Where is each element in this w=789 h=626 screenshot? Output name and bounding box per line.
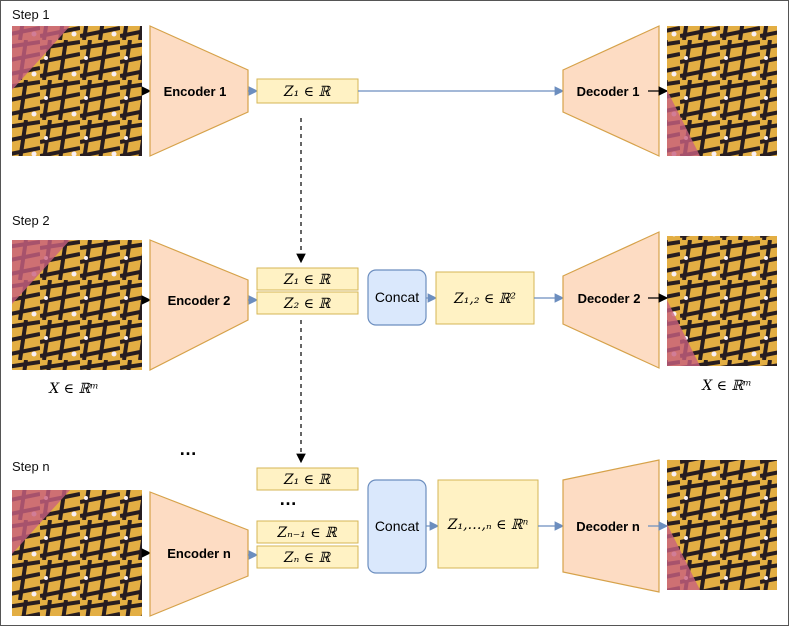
latents-ellipsis: … [279,489,297,509]
encoder-1-label: Encoder 1 [164,84,227,99]
decoder-1-block [562,25,660,157]
encoder-2-block [149,239,249,371]
encoder-1-block [149,25,249,157]
input-image-1 [12,26,142,156]
output-space-label: X ∈ ℝᵐ [701,378,751,394]
concat-n-label: Concat [375,518,419,534]
latent-zn-1-stepn-label: Zₙ₋₁ ∈ ℝ [276,525,338,541]
output-image-2 [667,236,777,366]
latent-z1n [437,479,539,569]
latent-z1-step2 [256,267,359,291]
step-n-label: Step n [12,459,50,474]
latent-z2-step2-label: Z₂ ∈ ℝ [283,296,332,312]
latent-z1n-label: Z₁,…,ₙ ∈ ℝⁿ [447,517,529,533]
input-image-n [12,490,142,616]
decoder-n-block [562,459,660,593]
latent-z2-step2 [256,291,359,315]
output-image-1 [667,26,777,156]
output-image-n [667,460,777,590]
latent-z1-stepn-label: Z₁ ∈ ℝ [283,472,332,488]
steps-ellipsis: … [179,439,197,459]
encoder-n-label: Encoder n [167,546,231,561]
decoder-2-label: Decoder 2 [578,291,641,306]
input-image-2 [12,240,142,370]
concat-2-label: Concat [375,289,419,305]
encoder-n-block [149,491,249,617]
input-space-label: X ∈ ℝᵐ [48,381,98,397]
latent-z1-step1 [256,78,359,104]
latent-z12-label: Z₁,₂ ∈ ℝ² [453,291,516,307]
latent-z1-step1-label: Z₁ ∈ ℝ [283,84,332,100]
encoder-2-label: Encoder 2 [168,293,231,308]
step-2-label: Step 2 [12,213,50,228]
latent-zn-1-stepn [256,520,359,544]
latent-zn-stepn-label: Zₙ ∈ ℝ [283,550,332,566]
latent-z1-stepn [256,467,359,491]
step-1-label: Step 1 [12,7,50,22]
decoder-1-label: Decoder 1 [577,84,640,99]
latent-z1-step2-label: Z₁ ∈ ℝ [283,272,332,288]
decoder-2-block [562,231,660,369]
latent-zn-stepn [256,545,359,569]
decoder-n-label: Decoder n [576,519,640,534]
